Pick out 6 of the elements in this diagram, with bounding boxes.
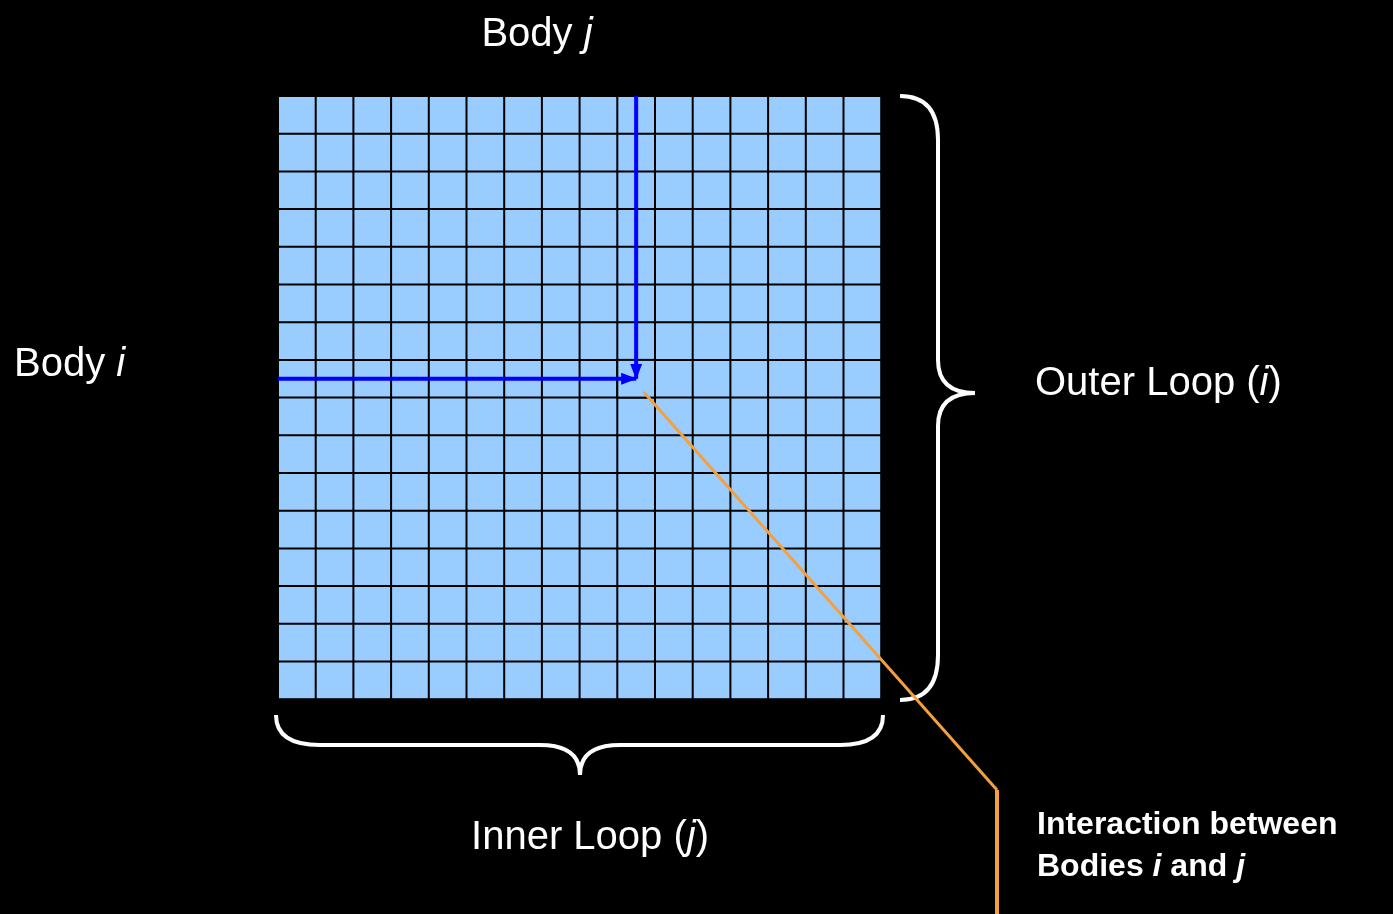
leader-line — [642, 390, 999, 791]
brace-label: Outer Loop (i) — [1035, 361, 1282, 401]
callout-text: Interaction between Bodies i and j — [995, 790, 1393, 914]
axis-label: Body j — [481, 12, 593, 52]
brace-label: Inner Loop (j) — [471, 815, 709, 855]
axis-label: Body i — [14, 342, 126, 382]
